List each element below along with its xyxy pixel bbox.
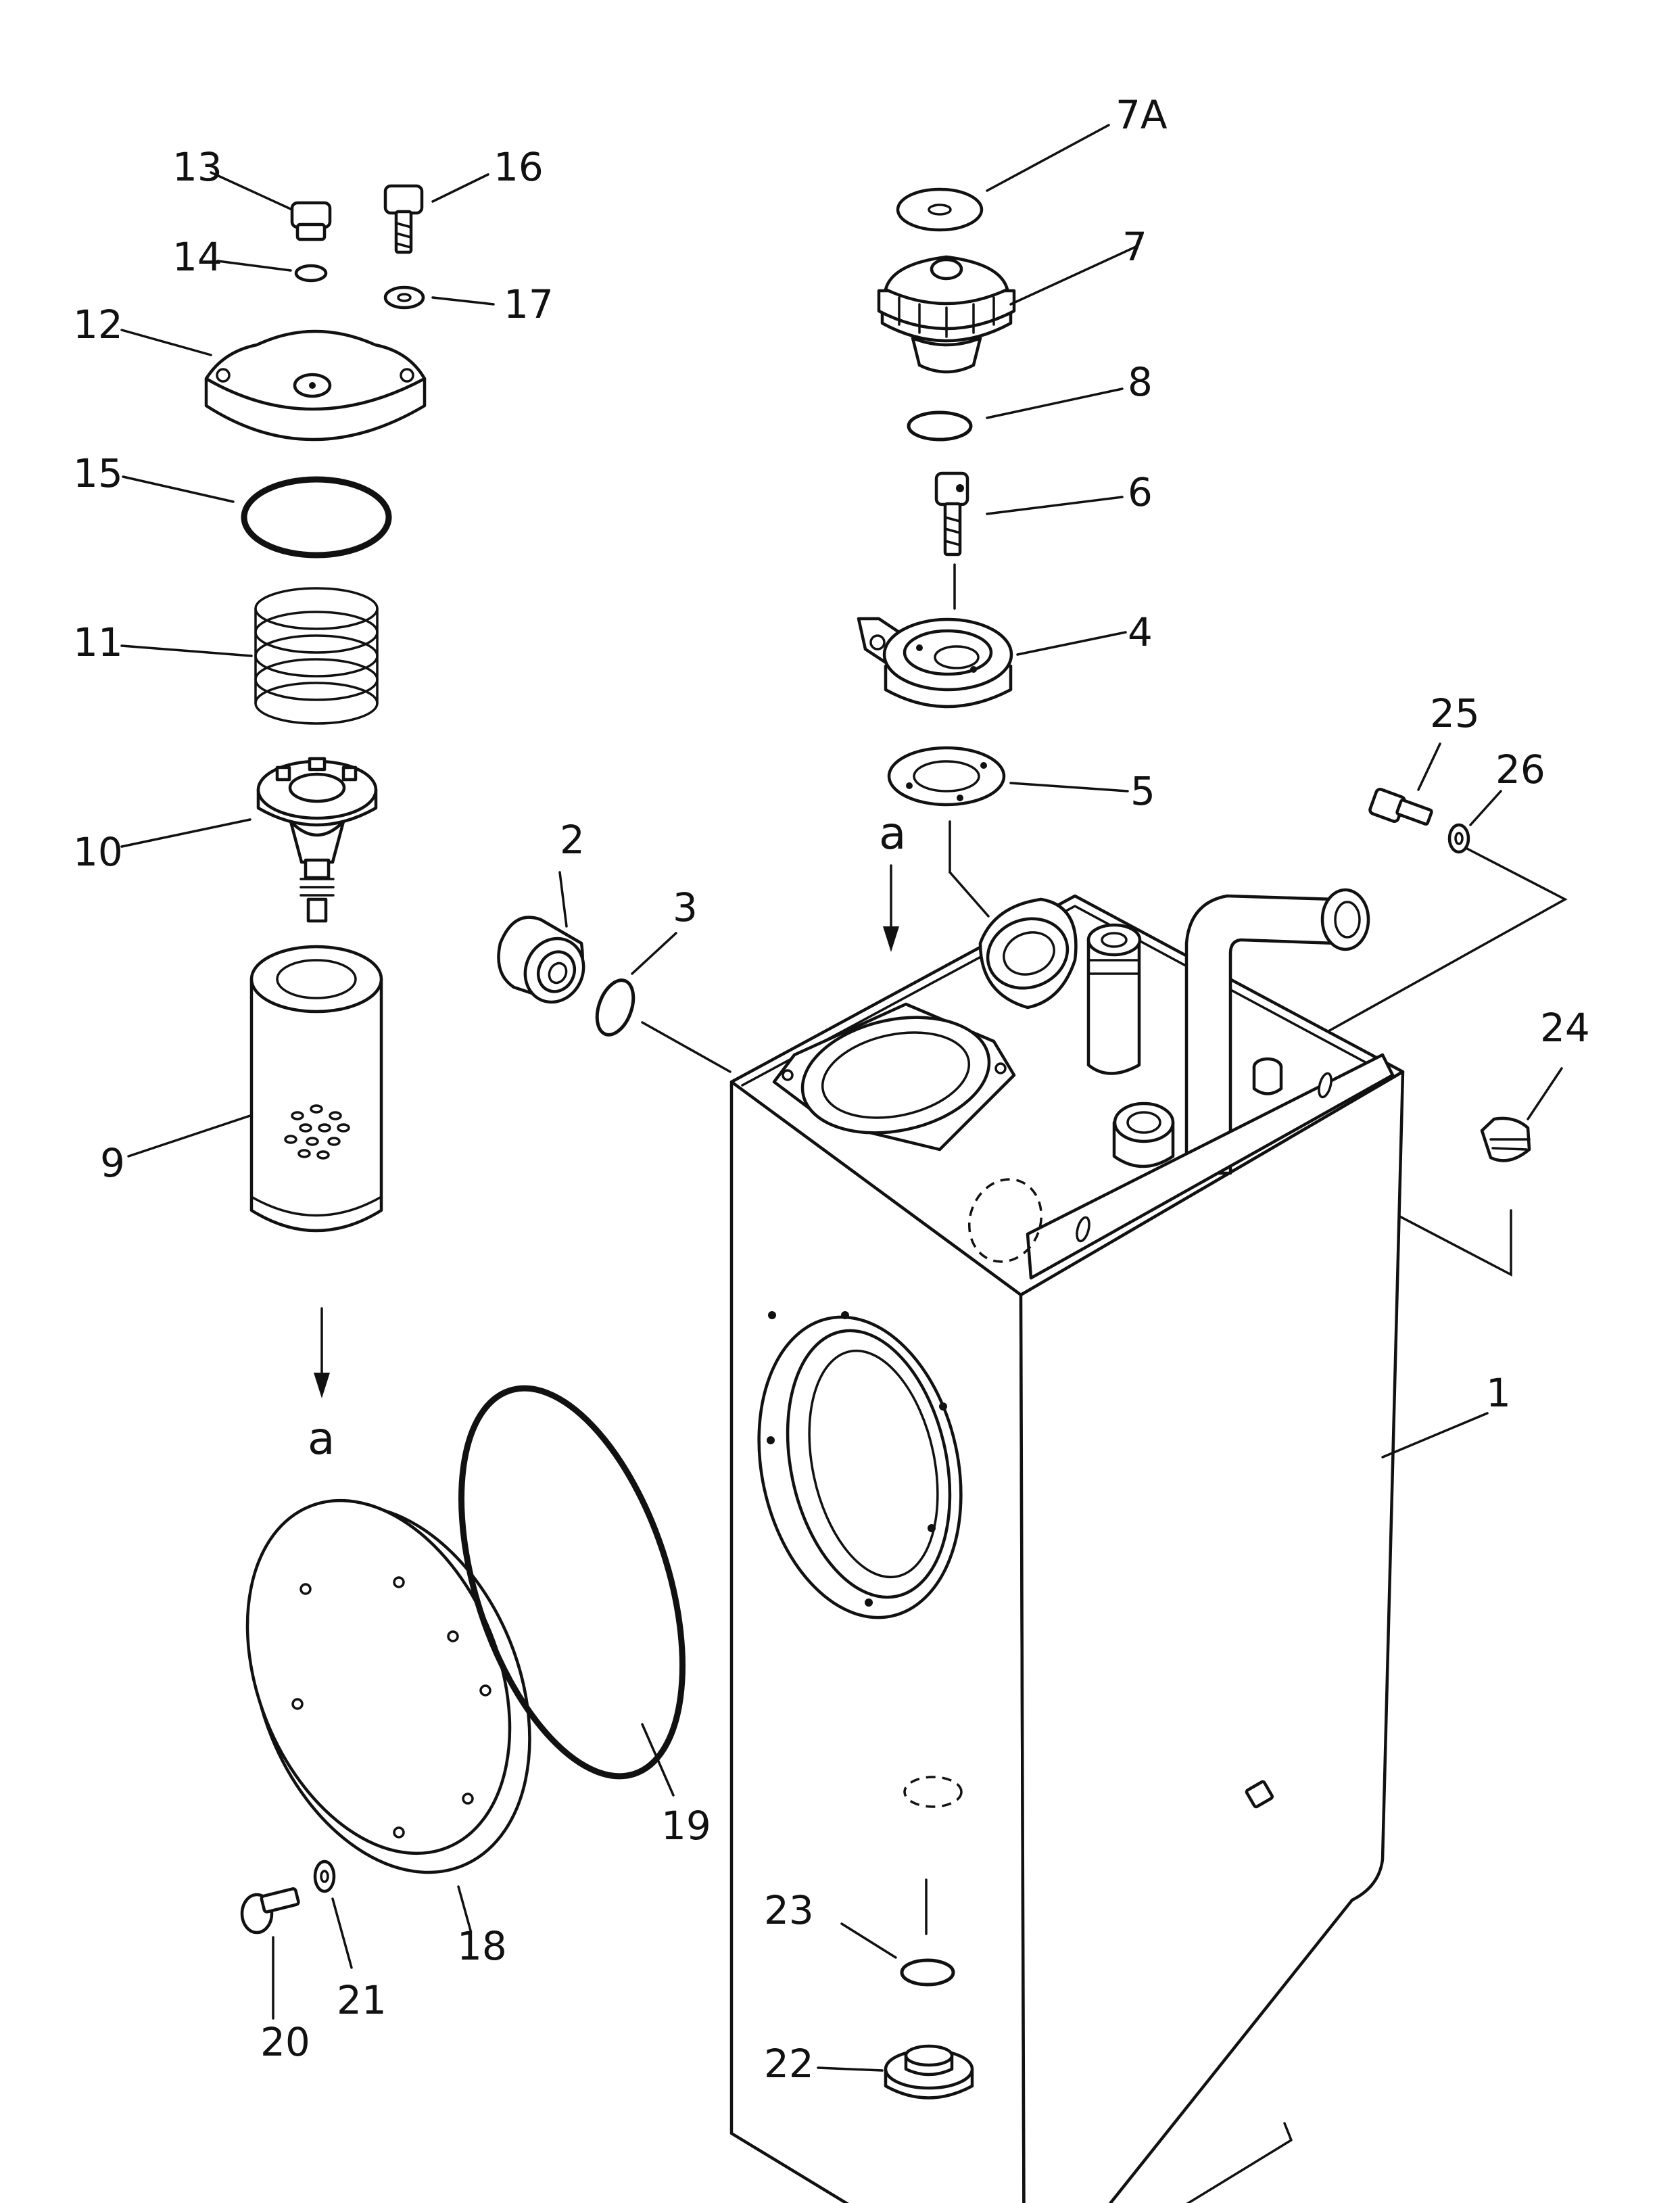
part-4-filler-neck [857, 617, 1013, 709]
callout-13: 13 [172, 144, 222, 190]
leader-14 [216, 260, 292, 272]
part-15-o-ring [241, 476, 392, 559]
callout-10: 10 [73, 829, 123, 875]
callout-15: 15 [73, 450, 123, 496]
callout-25: 25 [1430, 690, 1480, 736]
leader-22 [817, 2066, 884, 2072]
callout-14: 14 [172, 234, 222, 280]
leader-11 [120, 644, 253, 657]
callout-19: 19 [661, 1803, 711, 1849]
leader-26 [1469, 790, 1502, 826]
part-19-gasket [458, 1385, 686, 1780]
leader-6 [986, 496, 1124, 515]
leader-3 [631, 932, 677, 975]
part-18-cover-plate [245, 1498, 531, 1874]
part-20-bolt [240, 1887, 300, 1935]
leader-8 [986, 387, 1124, 419]
leader-15 [122, 475, 235, 503]
part-7-filler-cap [877, 255, 1016, 374]
leader-19 [641, 1723, 675, 1797]
leader-12 [120, 329, 212, 356]
callout-12: 12 [73, 302, 123, 348]
leader-2 [558, 871, 568, 928]
axis-line-3-to-tank [641, 1021, 731, 1073]
part-25-bolt [1368, 788, 1433, 826]
leader-9 [127, 1114, 251, 1158]
part-2-plug [497, 916, 585, 1004]
callout-20: 20 [260, 2019, 310, 2065]
leader-7 [1009, 245, 1137, 306]
part-9-filter-element [249, 945, 383, 1233]
part-5-gasket [887, 746, 1006, 807]
callout-5: 5 [1130, 768, 1155, 814]
leader-25 [1417, 742, 1441, 791]
callout-1: 1 [1486, 1370, 1511, 1416]
callout-2: 2 [560, 817, 585, 863]
callout-6: 6 [1128, 469, 1153, 515]
callout-16: 16 [494, 144, 544, 190]
part-14-o-ring [294, 264, 328, 283]
leader-24 [1527, 1067, 1563, 1120]
leader-18 [457, 1885, 472, 1932]
part-12-filter-cover [204, 329, 427, 442]
part-3-o-ring [595, 978, 635, 1037]
part-26-washer [1447, 823, 1470, 854]
callout-9: 9 [100, 1140, 125, 1186]
callout-3: 3 [673, 884, 698, 930]
axis-line-25-to-tank [1297, 847, 1568, 1049]
callout-26: 26 [1495, 747, 1545, 792]
callout-8: 8 [1128, 359, 1153, 405]
part-6-stud-bolt [934, 471, 969, 556]
leader-17 [431, 296, 495, 306]
leader-1 [1381, 1412, 1489, 1459]
part-8-o-ring [907, 410, 973, 442]
callout-23: 23 [764, 1887, 814, 1933]
axis-line-5-to-tank-b [949, 871, 990, 918]
callout-21: 21 [337, 1977, 387, 2023]
part-23-o-ring [900, 1958, 955, 1987]
tank-direction-arrow [883, 864, 899, 952]
callout-7a: 7A [1115, 92, 1168, 138]
callout-22: 22 [764, 2041, 814, 2087]
leader-4 [1016, 631, 1127, 656]
callout-11: 11 [73, 619, 123, 665]
callout-7: 7 [1122, 224, 1147, 270]
callout-17: 17 [504, 281, 554, 327]
leader-5 [1009, 782, 1129, 792]
callout-4: 4 [1128, 609, 1153, 655]
part-1-hydraulic-tank [729, 888, 1405, 2203]
part-13-plug [290, 201, 332, 241]
leader-23 [840, 1922, 897, 1959]
leader-10 [120, 818, 251, 848]
part-7a-disc [896, 187, 984, 232]
leader-13 [210, 171, 293, 211]
part-17-washer [383, 285, 425, 310]
part-24-plug [1480, 1116, 1531, 1162]
callout-18: 18 [457, 1923, 507, 1969]
part-22-drain-plug [884, 2044, 974, 2100]
tank-arrow-label: a [879, 807, 906, 859]
part-11-spring [254, 587, 379, 725]
leader-16 [431, 173, 489, 203]
leader-7a [986, 124, 1110, 192]
callout-24: 24 [1540, 1005, 1590, 1051]
part-16-bolt [383, 184, 424, 254]
part-10-bypass-valve [256, 757, 378, 923]
part-21-washer [313, 1859, 336, 1893]
leader-21 [331, 1897, 353, 1969]
filter-direction-arrow [314, 1307, 330, 1398]
filter-arrow-label: a [308, 1413, 335, 1465]
